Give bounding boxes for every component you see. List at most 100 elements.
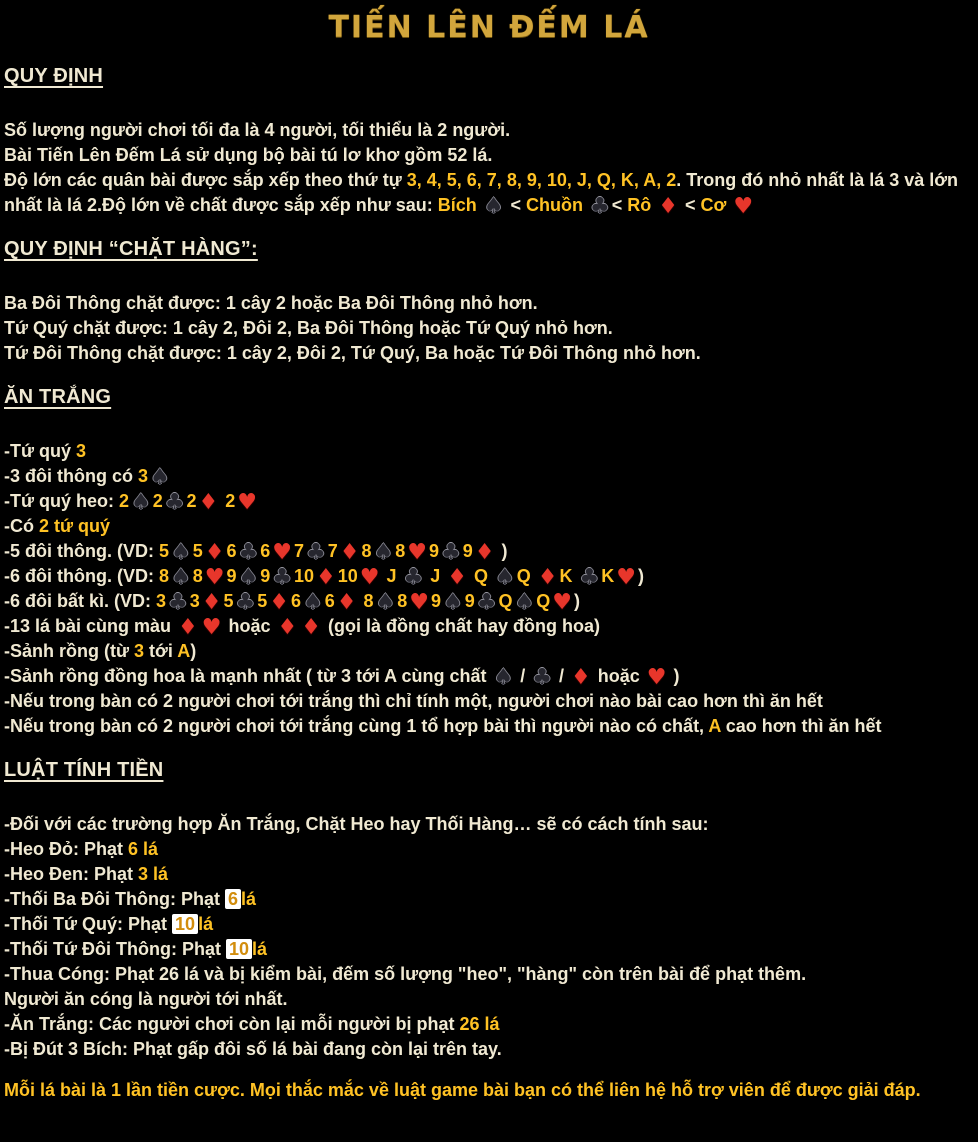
text-segment: 2 — [186, 491, 197, 511]
diamond-icon: ♦ — [178, 615, 198, 640]
text-segment: 8 — [192, 566, 203, 586]
text-segment: Mỗi lá bài là 1 lần tiền cược. Mọi thắc … — [4, 1080, 921, 1100]
diamond-icon: ♦ — [316, 565, 336, 590]
spade-icon: ♠ — [150, 465, 170, 490]
section-quy-dinh: QUY ĐỊNH Số lượng người chơi tối đa là 4 … — [4, 65, 974, 218]
text-segment: -5 đôi thông. (VD: — [4, 541, 159, 561]
text-segment: ) — [496, 541, 508, 561]
text-segment: hoặc — [592, 666, 645, 686]
text-segment: 9 — [431, 591, 442, 611]
text-segment: Tứ Đôi Thông chặt được: 1 cây 2, Đôi 2, … — [4, 343, 701, 363]
text-segment: -Sảnh rồng (từ — [4, 641, 135, 661]
spade-icon: ♠ — [495, 565, 515, 590]
text-segment: ) — [190, 641, 197, 661]
text-segment: 6 — [260, 541, 271, 561]
text-segment: -Tứ quý — [4, 441, 77, 461]
text-segment: 8 — [361, 541, 372, 561]
text-segment: -6 đôi thông. (VD: — [4, 566, 159, 586]
heart-icon: ♥ — [646, 665, 667, 690]
text-segment: ) — [637, 566, 644, 586]
club-icon: ♣ — [168, 590, 188, 615]
text-segment: 6 — [291, 591, 302, 611]
diamond-icon: ♦ — [658, 194, 679, 219]
text-segment: -Thối Tứ Quý: Phạt — [4, 914, 173, 934]
text-segment: Rô — [627, 195, 657, 215]
text-segment: 9 — [464, 591, 475, 611]
text-segment: 8 — [395, 541, 406, 561]
text-segment: hoặc — [223, 616, 276, 636]
text-segment: 7 — [327, 541, 338, 561]
diamond-icon: ♦ — [204, 540, 225, 565]
heart-icon: ♥ — [733, 194, 754, 219]
text-segment: 9 — [428, 541, 439, 561]
text-segment: < — [680, 195, 701, 215]
text-segment: 3, 4, 5, 6, 7, 8, 9, 10, J, Q, K, A, 2 — [406, 170, 677, 190]
text-segment: Cơ — [700, 195, 732, 215]
rule-line: Số lượng người chơi tối đa là 4 người, t… — [4, 118, 974, 143]
section-heading: QUY ĐỊNH — [4, 65, 104, 87]
heart-icon: ♥ — [204, 565, 225, 590]
heart-icon: ♥ — [237, 490, 258, 515]
rule-line: Tứ Quý chặt được: 1 cây 2, Đôi 2, Ba Đôi… — [4, 316, 974, 341]
diamond-icon: ♦ — [474, 540, 495, 565]
text-segment: 2 tứ quý — [39, 516, 111, 536]
text-segment: 2 — [119, 491, 130, 511]
rule-line: -Đối với các trường hợp Ăn Trắng, Chặt H… — [4, 812, 974, 837]
club-icon: ♣ — [235, 590, 256, 615]
text-segment: -Thối Tứ Đôi Thông: Phạt — [4, 939, 226, 959]
spade-icon: ♠ — [170, 540, 191, 565]
text-segment: -6 đôi bất kì. (VD: — [4, 591, 157, 611]
text-segment: -Thối Ba Đôi Thông: Phạt — [4, 889, 225, 909]
text-segment: 3 — [76, 441, 87, 461]
spade-icon: ♠ — [483, 194, 504, 219]
rule-line: -Tứ quý 3 — [4, 439, 974, 464]
text-segment: 9 — [260, 566, 271, 586]
rule-line: -Sảnh rồng đồng hoa là mạnh nhất ( từ 3 … — [4, 664, 974, 689]
spade-icon: ♠ — [303, 590, 323, 615]
heart-icon: ♥ — [409, 590, 430, 615]
diamond-icon: ♦ — [571, 665, 591, 690]
text-segment: -Bị Đút 3 Bích: Phạt gấp đôi số lá bài đ… — [4, 1039, 502, 1059]
text-segment: Bài Tiến Lên Đếm Lá sử dụng bộ bài tú lơ… — [4, 145, 493, 165]
text-segment: 8 — [397, 591, 408, 611]
text-segment: 10 — [226, 939, 253, 959]
diamond-icon: ♦ — [277, 615, 298, 640]
text-segment: -Nếu trong bàn có 2 người chơi tới trắng… — [4, 691, 823, 711]
rule-line: -Tứ quý heo: 2♠2♣2♦ 2♥ — [4, 489, 974, 514]
club-icon: ♣ — [532, 665, 552, 690]
text-segment: 10 — [293, 566, 314, 586]
text-segment: 3 — [156, 591, 167, 611]
club-icon: ♣ — [305, 540, 326, 565]
text-segment: -Heo Đỏ: Phạt — [4, 839, 128, 859]
text-segment: 6 — [324, 591, 335, 611]
text-segment: Q — [498, 591, 513, 611]
rule-line: -6 đôi thông. (VD: 8♠8♥9♠9♣10♦10♥ J ♣ J … — [4, 564, 974, 589]
club-icon: ♣ — [238, 540, 259, 565]
diamond-icon: ♦ — [537, 565, 558, 590]
text-segment: 7 — [293, 541, 304, 561]
heart-icon: ♥ — [201, 615, 222, 640]
club-icon: ♣ — [272, 565, 292, 590]
text-segment: 3 lá — [138, 864, 169, 884]
text-segment: 10 — [337, 566, 358, 586]
text-segment: 26 lá — [459, 1014, 500, 1034]
club-icon: ♣ — [164, 490, 185, 515]
footer-note: Mỗi lá bài là 1 lần tiền cược. Mọi thắc … — [4, 1078, 974, 1103]
text-segment: Bích — [437, 195, 482, 215]
diamond-icon: ♦ — [336, 590, 357, 615]
page-title: TIẾN LÊN ĐẾM LÁ — [328, 10, 650, 45]
section-an-trang: ĂN TRẮNG-Tứ quý 3-3 đôi thông có 3♠-Tứ q… — [4, 386, 974, 739]
rule-line: -Nếu trong bàn có 2 người chơi tới trắng… — [4, 714, 974, 739]
rule-line: Độ lớn các quân bài được sắp xếp theo th… — [4, 168, 974, 218]
rule-line: Bài Tiến Lên Đếm Lá sử dụng bộ bài tú lơ… — [4, 143, 974, 168]
spade-icon: ♠ — [514, 590, 535, 615]
text-segment: 9 — [226, 566, 237, 586]
text-segment: -Sảnh rồng đồng hoa là mạnh nhất ( từ 3 … — [4, 666, 492, 686]
club-icon: ♣ — [440, 540, 461, 565]
rules-content: QUY ĐỊNH Số lượng người chơi tối đa là 4 … — [4, 65, 974, 1062]
spade-icon: ♠ — [443, 590, 463, 615]
text-segment: 8 — [358, 591, 374, 611]
text-segment: Ba Đôi Thông chặt được: 1 cây 2 hoặc Ba … — [4, 293, 538, 313]
